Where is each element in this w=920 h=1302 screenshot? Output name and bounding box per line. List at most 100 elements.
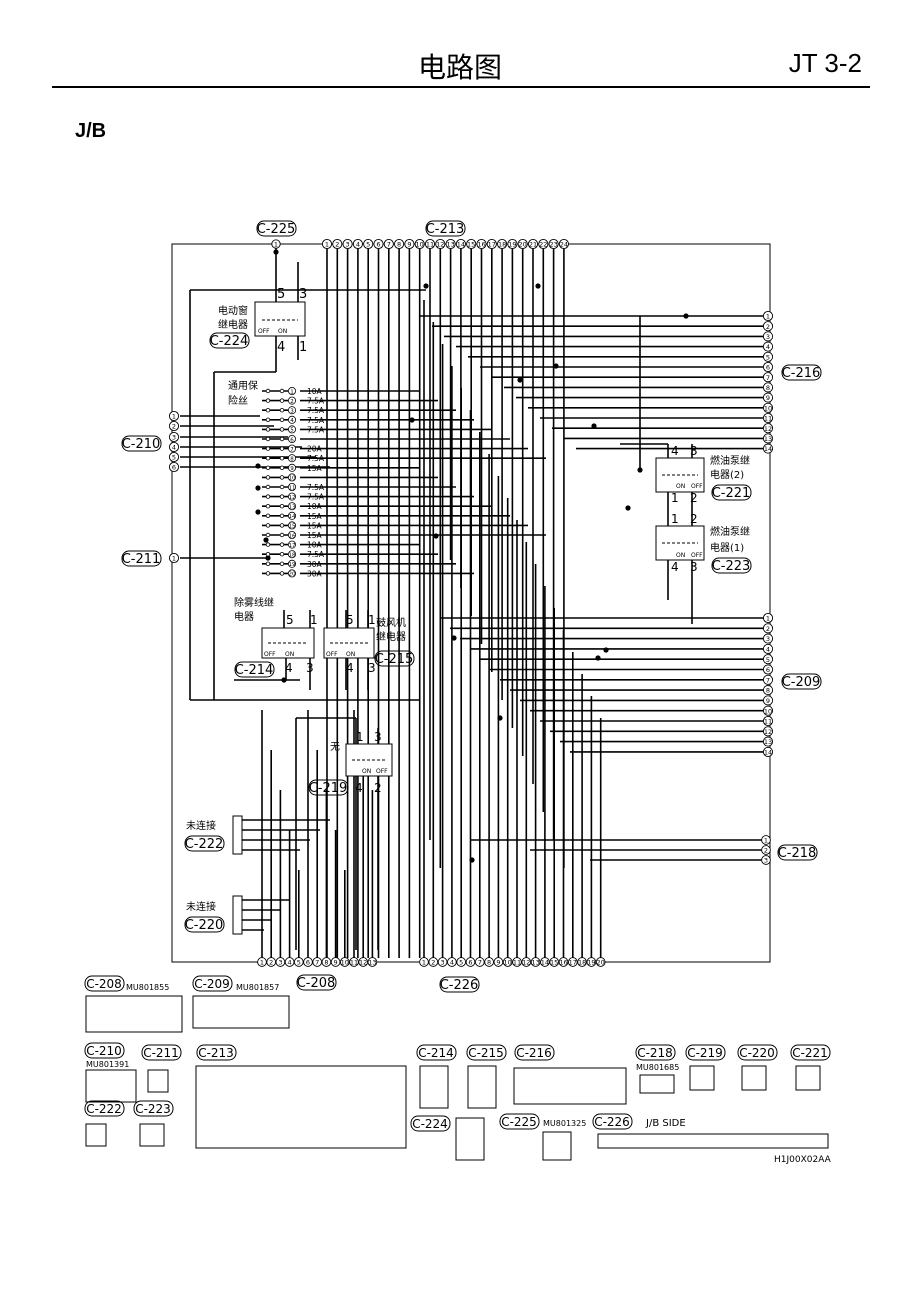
fuse-number: 16 <box>289 533 296 539</box>
svg-text:C-209: C-209 <box>194 977 230 991</box>
pin-marker <box>168 461 180 473</box>
junction-dot <box>255 485 261 491</box>
pin-marker <box>342 238 353 250</box>
pin-number: 1 <box>172 555 176 563</box>
fuse-terminal <box>265 504 271 509</box>
fuse-rating: 15A <box>307 512 323 521</box>
pin-marker <box>517 238 528 250</box>
pin-marker <box>586 957 597 967</box>
fuse-number: 13 <box>289 505 296 511</box>
svg-text:C-210: C-210 <box>122 437 161 452</box>
svg-text:ON: ON <box>676 552 685 559</box>
fuse-pin <box>287 444 296 453</box>
pin-marker <box>465 957 476 967</box>
pin-marker <box>168 451 180 463</box>
fuse-terminal <box>265 532 271 538</box>
pin-number: 2 <box>766 625 770 633</box>
pin-marker <box>445 238 456 250</box>
svg-text:1: 1 <box>671 512 679 526</box>
svg-text:无: 无 <box>330 742 340 753</box>
fuse-pin <box>287 482 296 491</box>
pin-marker <box>435 238 446 250</box>
svg-text:OFF: OFF <box>264 651 276 658</box>
svg-text:ON: ON <box>285 651 294 658</box>
pin-number: 16 <box>477 241 485 249</box>
fuse-terminal <box>265 398 271 403</box>
junction-dot <box>637 467 643 473</box>
pin-number: 1 <box>766 313 770 321</box>
svg-text:5: 5 <box>286 613 294 627</box>
fuse-number: 14 <box>289 514 296 520</box>
pin-marker <box>373 238 384 250</box>
fuse-pin <box>287 415 296 424</box>
svg-text:C-219: C-219 <box>687 1046 723 1060</box>
pin-marker <box>762 685 774 696</box>
fuse-pin <box>287 434 296 443</box>
pin-number: 12 <box>359 959 367 967</box>
fuse-terminal <box>279 542 285 547</box>
pin-number: 11 <box>350 959 358 967</box>
page-code: JT 3-2 <box>788 48 862 78</box>
fuse-number: 15 <box>289 524 296 530</box>
pin-number: 10 <box>764 404 772 412</box>
pin-marker <box>762 654 774 665</box>
face-c225: C-225 MU801325 <box>499 1113 586 1161</box>
svg-text:C-208: C-208 <box>86 977 122 991</box>
pin-number: 21 <box>529 241 537 249</box>
pin-marker <box>762 402 774 413</box>
pin-marker <box>762 341 774 352</box>
svg-text:ON: ON <box>362 768 371 775</box>
pin-marker <box>455 238 466 250</box>
fuse-rating: 15A <box>307 464 323 473</box>
pin-marker <box>466 238 477 250</box>
pin-marker <box>484 957 494 967</box>
pin-number: 8 <box>324 959 328 967</box>
pin-marker <box>549 957 560 967</box>
connector-c214: C-214 <box>234 661 275 678</box>
junction-dot <box>263 537 269 543</box>
fuse-rating: 15A <box>307 521 323 530</box>
pin-number: 4 <box>356 241 360 249</box>
pin-number: 18 <box>498 241 506 249</box>
fuse-rating: 7.5A <box>307 550 325 559</box>
pin-number: 16 <box>559 959 567 967</box>
svg-text:3: 3 <box>299 287 307 302</box>
fuse-terminal <box>265 571 271 576</box>
pin-number: 2 <box>766 323 770 331</box>
face-c211: C-211 <box>141 1044 182 1093</box>
svg-text:继电器: 继电器 <box>376 630 406 643</box>
pin-marker <box>762 423 774 434</box>
relay-power-window: 电动窗 继电器 5 3 4 1 OFF ON <box>218 287 307 355</box>
pin-number: 3 <box>441 959 445 967</box>
fuse-pin <box>287 425 296 434</box>
pin-marker <box>762 382 774 393</box>
pin-marker <box>558 238 569 250</box>
svg-text:电动窗: 电动窗 <box>218 304 248 317</box>
pin-number: 2 <box>172 423 176 431</box>
fuse-terminal <box>265 475 271 480</box>
fuse-terminal <box>279 465 285 470</box>
svg-text:4: 4 <box>671 444 679 458</box>
junction-dot <box>255 509 261 515</box>
svg-text:C-215: C-215 <box>468 1046 504 1060</box>
fuse-rating: 7.5A <box>307 483 325 492</box>
fuse-terminal <box>279 571 285 576</box>
fuse-rating: 10A <box>307 502 323 511</box>
pin-number: 4 <box>766 343 770 351</box>
fuse-pin <box>287 502 296 511</box>
pin-marker <box>437 957 448 967</box>
fuse-rating: 7.5A <box>307 493 325 502</box>
pin-number: 5 <box>766 656 770 664</box>
pin-marker <box>476 238 487 250</box>
page-title: 电路图 <box>417 51 502 84</box>
pin-number: 17 <box>569 959 577 967</box>
pin-number: 2 <box>431 959 435 967</box>
fuse-rating: 7.5A <box>307 397 325 406</box>
fuse-terminal <box>265 408 271 413</box>
fuse-number: 10 <box>289 476 296 482</box>
pin-number: 11 <box>764 415 772 423</box>
junction-dot <box>265 555 271 561</box>
pin-marker <box>447 957 457 967</box>
